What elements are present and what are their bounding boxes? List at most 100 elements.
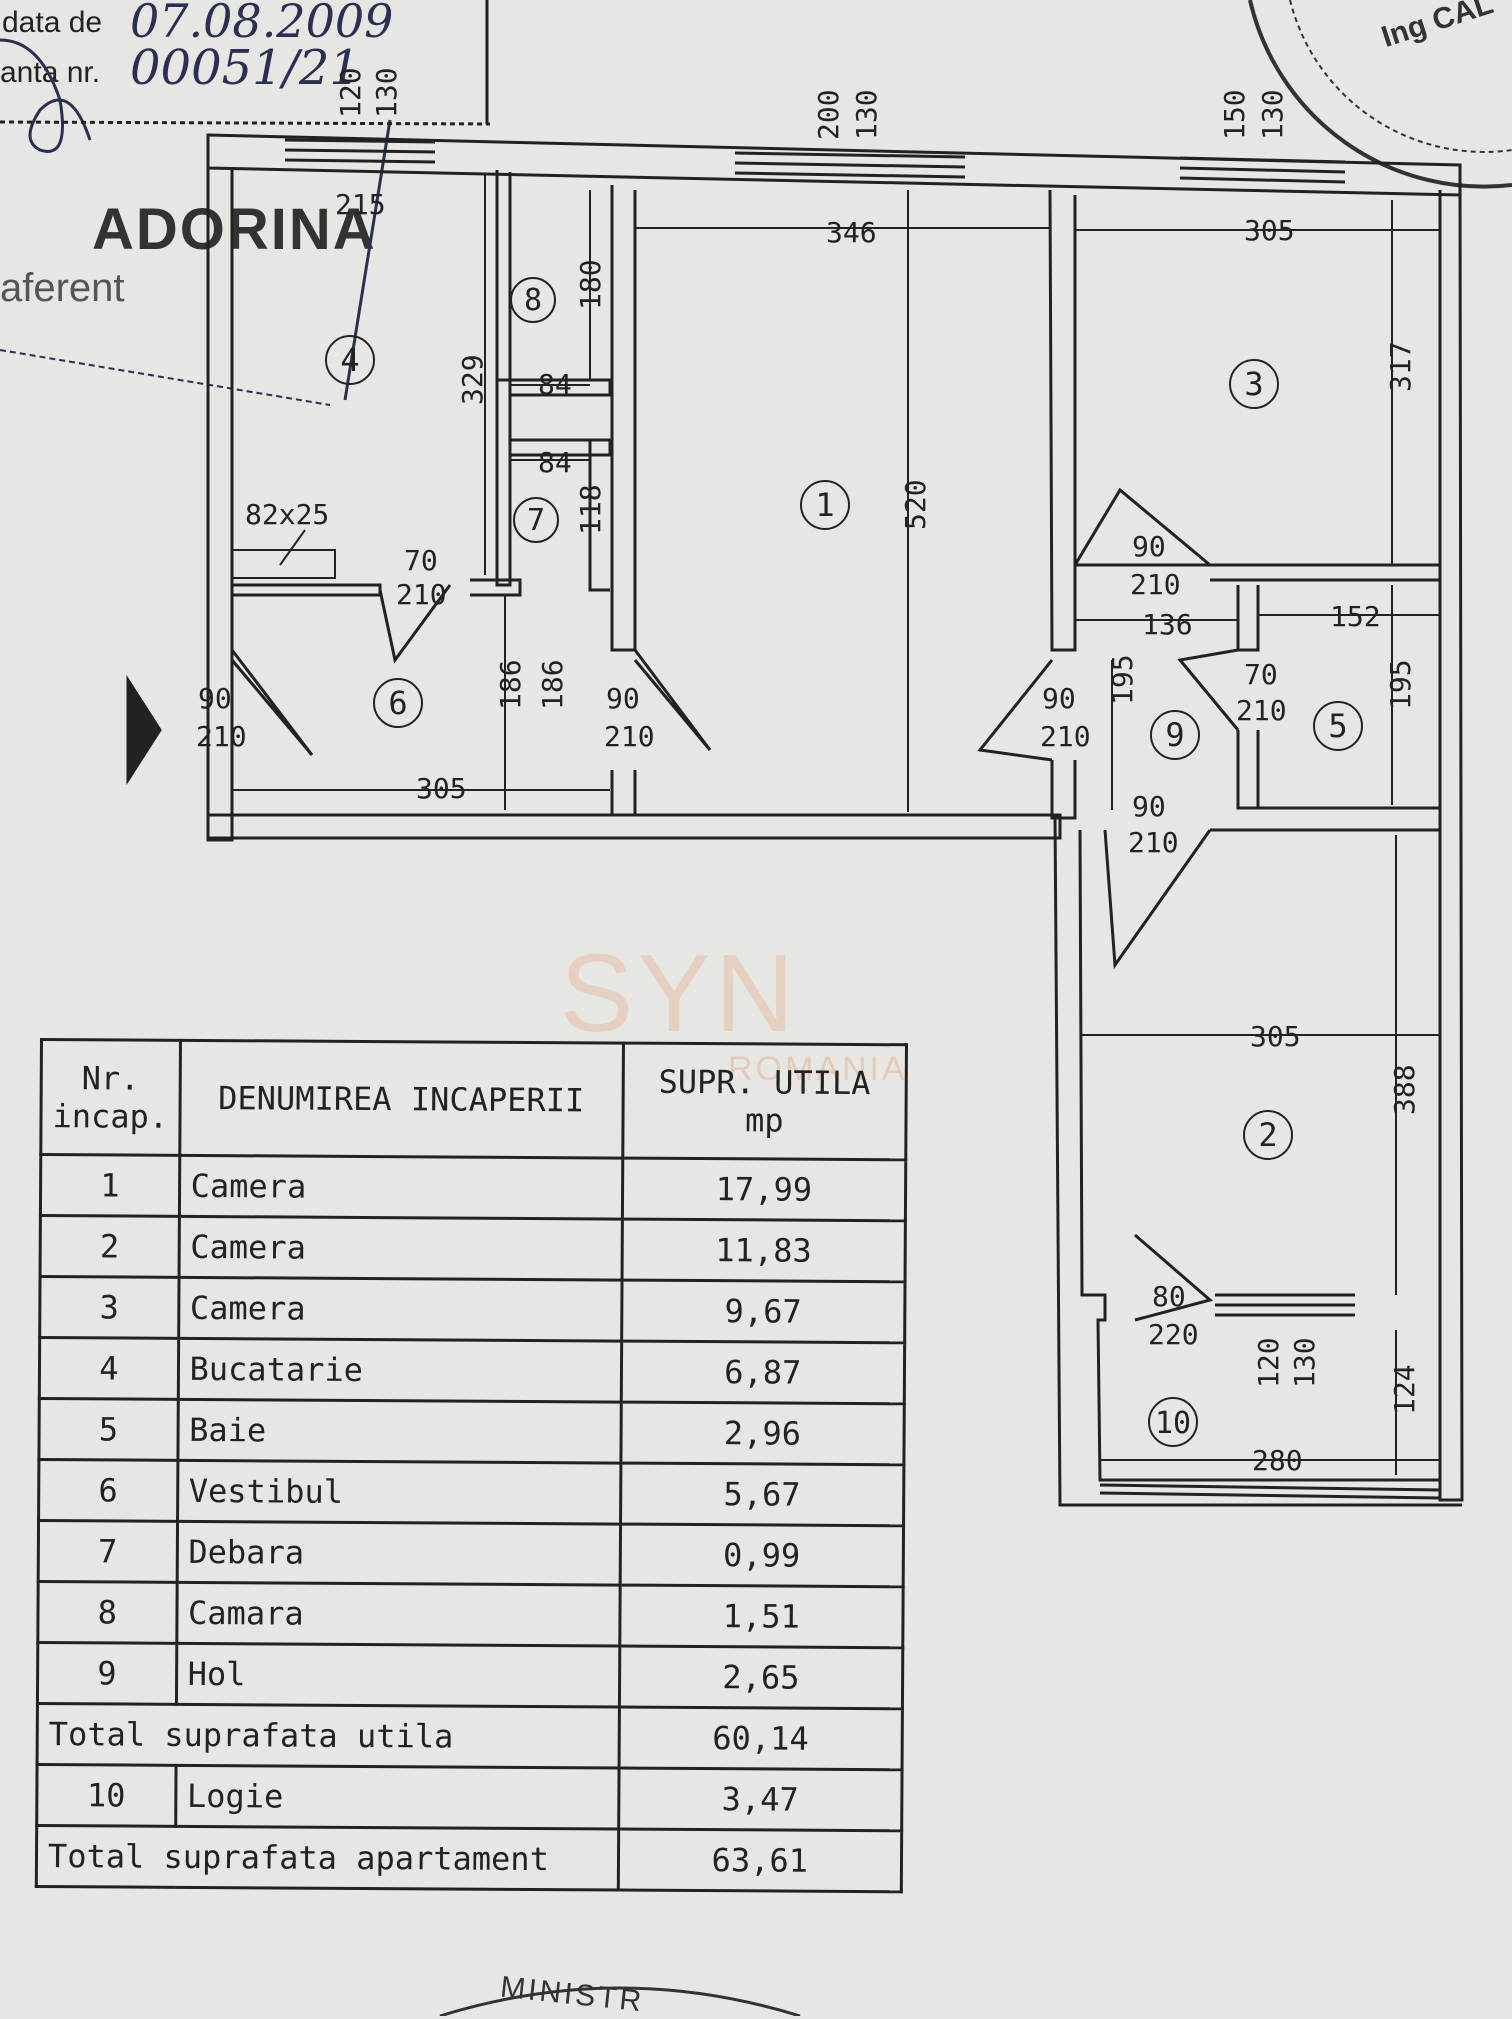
door-label-90-room1: 90 xyxy=(606,682,640,715)
room-circle-9 xyxy=(1150,710,1200,760)
row-name: Camera xyxy=(178,1277,622,1342)
row-area: 1,51 xyxy=(619,1585,904,1648)
row-name: Camera xyxy=(178,1216,622,1281)
room-number-3: 3 xyxy=(1244,365,1263,403)
room-number-8: 8 xyxy=(524,283,542,318)
logia-nr: 10 xyxy=(36,1764,176,1827)
row-area: 2,65 xyxy=(619,1646,903,1709)
dim-label-120-bot: 120 xyxy=(1252,1337,1285,1388)
wall-closet8-bot xyxy=(497,378,612,397)
door-label-70-kitchen: 70 xyxy=(404,544,438,577)
stove-line xyxy=(279,529,306,566)
stamp-circle xyxy=(1248,0,1512,189)
wall-room1-left xyxy=(610,185,637,652)
pen-line-1 xyxy=(0,349,331,406)
dim-label-136: 136 xyxy=(1142,608,1193,641)
table-row: 8 Camara 1,51 xyxy=(37,1581,904,1648)
row-area: 5,67 xyxy=(620,1463,904,1526)
door-label-80-logia: 80 xyxy=(1152,1280,1186,1313)
door-swing-kitchen xyxy=(378,584,452,664)
wall-outer-left xyxy=(206,135,234,842)
wall-closet7-top xyxy=(510,438,612,457)
total-util-label: Total suprafata utila xyxy=(37,1703,620,1769)
wall-room1-right xyxy=(1048,189,1077,652)
dim-label-195-b: 195 xyxy=(1106,654,1139,705)
receipt-value: 00051/21 xyxy=(130,40,360,96)
row-area: 11,83 xyxy=(621,1219,906,1282)
table-row: 5 Baie 2,96 xyxy=(38,1398,905,1465)
dim-label-118: 118 xyxy=(574,484,607,535)
table-row: 1 Camera 17,99 xyxy=(40,1154,906,1221)
door-swing-logia xyxy=(1134,1233,1214,1322)
row-nr: 7 xyxy=(38,1520,178,1583)
room-area-table: Nr. incap. DENUMIREA INCAPERII SUPR. UTI… xyxy=(35,1038,908,1893)
dim-label-305-top: 305 xyxy=(1244,214,1295,247)
dim-label-305-bot: 305 xyxy=(416,772,467,805)
dim-label-150: 150 xyxy=(1218,89,1251,140)
row-nr: 6 xyxy=(38,1459,178,1522)
door-label-210-room1: 210 xyxy=(604,720,655,753)
room-circle-6 xyxy=(373,678,423,728)
door-label-90-room3: 90 xyxy=(1132,530,1166,563)
room-circle-4 xyxy=(325,335,375,385)
wall-bath-left xyxy=(1236,585,1260,652)
dim-label-195-a: 195 xyxy=(1384,659,1417,710)
door-label-210-bath: 210 xyxy=(1236,694,1287,727)
total-util-row: Total suprafata utila 60,14 xyxy=(37,1703,903,1770)
dim-label-317: 317 xyxy=(1384,341,1417,392)
row-name: Bucatarie xyxy=(177,1338,622,1403)
table-row: 6 Vestibul 5,67 xyxy=(38,1459,904,1526)
wall-bath-bottom xyxy=(1210,806,1442,832)
window-room3 xyxy=(1179,156,1346,184)
row-nr: 4 xyxy=(39,1337,179,1400)
dim-label-200: 200 xyxy=(812,89,845,140)
header-nr: Nr. incap. xyxy=(40,1039,181,1156)
wall-lower-inner xyxy=(1078,829,1440,1482)
date-value: 07.08.2009 xyxy=(130,0,394,48)
window-room1 xyxy=(734,151,966,179)
room-circle-3 xyxy=(1229,359,1279,409)
room-number-9: 9 xyxy=(1165,716,1184,754)
dim-label-305-right: 305 xyxy=(1250,1020,1301,1053)
row-area: 6,87 xyxy=(620,1341,905,1404)
wall-bottom-left xyxy=(208,813,1062,840)
room-circle-8 xyxy=(510,277,556,323)
table-row: 4 Bucatarie 6,87 xyxy=(39,1337,905,1404)
pen-line-2 xyxy=(343,119,392,401)
wall-room3-bottom xyxy=(1075,563,1442,582)
entry-arrow xyxy=(126,674,162,786)
dim-label-180: 180 xyxy=(574,259,607,310)
row-name: Camara xyxy=(176,1582,620,1647)
row-area: 9,67 xyxy=(621,1280,906,1343)
dim-label-120-top: 120 xyxy=(334,67,367,118)
door-label-210-entry: 210 xyxy=(196,720,247,753)
door-swing-entry xyxy=(230,649,314,756)
row-nr: 5 xyxy=(38,1398,178,1461)
row-name: Camera xyxy=(179,1155,623,1220)
door-label-210-hol: 210 xyxy=(1040,720,1091,753)
door-label-90-hol: 90 xyxy=(1042,682,1076,715)
door-label-210-room3: 210 xyxy=(1130,568,1181,601)
logia-row: 10 Logie 3,47 xyxy=(36,1764,903,1831)
dim-label-329: 329 xyxy=(456,354,489,405)
table-header-row: Nr. incap. DENUMIREA INCAPERII SUPR. UTI… xyxy=(40,1039,907,1160)
room-circle-1 xyxy=(800,480,850,530)
wall-right-main xyxy=(1438,179,1464,1502)
dim-label-388: 388 xyxy=(1388,1064,1421,1115)
door-label-210-kitchen: 210 xyxy=(396,578,447,611)
table-row: 3 Camera 9,67 xyxy=(39,1276,906,1343)
dim-label-130-top: 130 xyxy=(370,67,403,118)
door-label-90-room2: 90 xyxy=(1132,790,1166,823)
total-apartment-row: Total suprafata apartament 63,61 xyxy=(36,1825,902,1892)
owner-note: aferent xyxy=(0,266,125,310)
window-kitchen xyxy=(284,138,436,164)
row-nr: 2 xyxy=(40,1215,180,1278)
table-row: 7 Debara 0,99 xyxy=(38,1520,904,1587)
row-nr: 3 xyxy=(39,1276,179,1339)
watermark-sub: ROMANIA xyxy=(728,1050,908,1088)
room-circle-5 xyxy=(1313,701,1363,751)
room-circle-10 xyxy=(1148,1397,1198,1447)
wall-room1-left-lower xyxy=(610,770,637,817)
room-number-10: 10 xyxy=(1155,1406,1191,1441)
